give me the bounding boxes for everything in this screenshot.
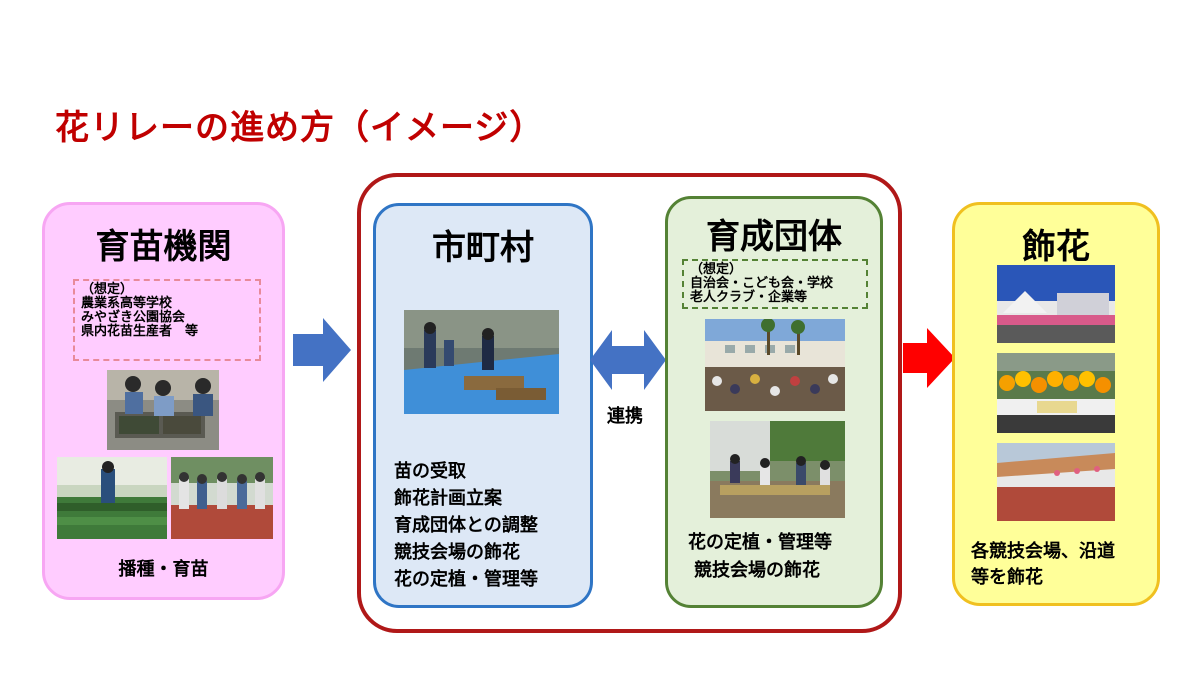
task-item: 育成団体との調整	[394, 515, 538, 536]
assumed-item: 農業系高等学校	[81, 296, 173, 311]
municipality-task-list: 苗の受取 飾花計画立案 育成団体との調整 競技会場の飾花 花の定植・管理等	[394, 458, 538, 593]
nursery-greenhouse-photo-1	[57, 457, 167, 539]
task-item: 花の定植・管理等	[394, 569, 538, 590]
groups-task-list: 花の定植・管理等 競技会場の飾花	[688, 529, 832, 585]
municipality-heading: 市町村	[432, 228, 534, 268]
assumed-label: （想定）	[690, 262, 743, 277]
task-item: 苗の受取	[394, 461, 466, 482]
groups-box: 育成団体 （想定） 自治会・こども会・学校 老人クラブ・企業等	[665, 196, 883, 608]
municipality-box: 市町村 苗の受取 飾花計画立案 育成団体との調整 競技会場の飾花 花の定植・管理…	[373, 203, 593, 608]
nursery-field-photo-2	[171, 457, 273, 539]
task-item: 競技会場の飾花	[694, 560, 820, 581]
nursery-box: 育苗機関 （想定） 農業系高等学校 みやざき公園協会 県内花苗生産者 等	[42, 202, 285, 600]
link-double-arrow	[590, 330, 666, 390]
assumed-label: （想定）	[81, 282, 134, 297]
caption-line: 各競技会場、沿道	[971, 541, 1115, 562]
task-item: 飾花計画立案	[394, 488, 502, 509]
flow-arrow-blue	[293, 318, 351, 382]
groups-assumed-list: （想定） 自治会・こども会・学校 老人クラブ・企業等	[682, 259, 868, 309]
planting-event-photo-1	[705, 319, 845, 411]
assumed-item: 老人クラブ・企業等	[690, 290, 808, 305]
seeding-photo	[107, 370, 219, 450]
nursery-assumed-list: （想定） 農業系高等学校 みやざき公園協会 県内花苗生産者 等	[73, 279, 261, 361]
decoration-caption: 各競技会場、沿道 等を飾花	[971, 539, 1115, 591]
nursery-caption: 播種・育苗	[118, 559, 209, 580]
task-item: 花の定植・管理等	[688, 532, 832, 553]
collaboration-frame	[357, 173, 902, 633]
nursery-heading: 育苗機関	[95, 227, 232, 267]
groups-heading: 育成団体	[706, 217, 842, 257]
assumed-item: みやざき公園協会	[81, 310, 186, 325]
page-title: 花リレーの進め方（イメージ）	[55, 108, 545, 148]
flow-arrow-red	[903, 328, 955, 388]
decoration-heading: 飾花	[1022, 227, 1090, 267]
caption-line: 等を飾花	[971, 567, 1043, 588]
marigold-planters-photo	[997, 353, 1115, 433]
link-label: 連携	[607, 406, 643, 427]
assumed-item: 自治会・こども会・学校	[690, 276, 834, 291]
venue-flowers-photo	[997, 265, 1115, 343]
decoration-box: 飾花	[952, 202, 1160, 606]
roadside-planters-photo	[997, 443, 1115, 521]
task-item: 競技会場の飾花	[394, 542, 520, 563]
municipality-photo	[404, 310, 559, 414]
planting-event-photo-2	[710, 421, 845, 518]
assumed-item: 県内花苗生産者 等	[81, 324, 199, 339]
